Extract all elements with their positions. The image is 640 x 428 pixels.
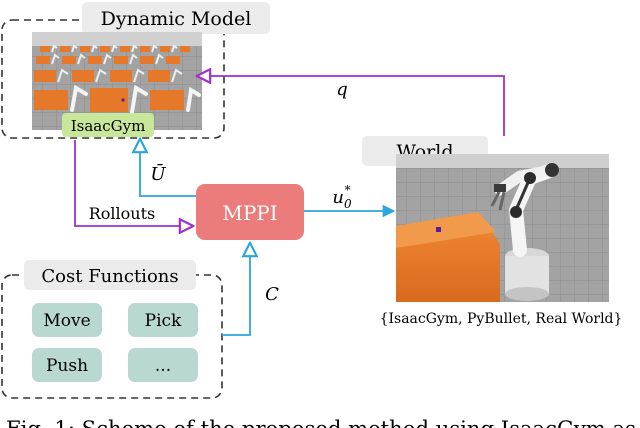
world-group: World {IsaacGym, PyBullet, Real World} (362, 136, 622, 327)
edge-c-label: C (265, 284, 279, 305)
dynamic-model-group: Dynamic Model (1, 2, 270, 139)
cost-functions-title-box (24, 260, 196, 290)
edge-u0-sub: 0 (344, 197, 352, 211)
edge-q (198, 76, 505, 136)
mppi-label: MPPI (222, 201, 277, 225)
edge-u0-star-label: u0* (332, 183, 352, 211)
cost-functions-title: Cost Functions (41, 266, 178, 287)
dynamic-model-title: Dynamic Model (101, 8, 252, 30)
dynamic-model-title-box (82, 2, 270, 34)
world-robot-image (396, 154, 609, 302)
cost-item-move: Move (43, 311, 90, 331)
edge-rollouts-label: Rollouts (89, 204, 156, 223)
world-caption: {IsaacGym, PyBullet, Real World} (380, 311, 623, 327)
edge-u0-sup: * (345, 183, 351, 197)
figure-caption: Fig. 1: Scheme of the proposed method us… (6, 417, 636, 428)
edge-u-bar (140, 140, 196, 197)
cost-item-push-box (32, 348, 102, 382)
edge-u0-base: u (332, 187, 344, 208)
isaacgym-badge-label: IsaacGym (71, 117, 146, 135)
cost-item-push: Push (46, 356, 88, 376)
edge-c (222, 244, 250, 336)
cost-functions-group: Cost Functions Move Pick Push ... (1, 260, 223, 399)
cost-item-more-box (128, 348, 198, 382)
edge-q-label: q (336, 79, 348, 100)
cost-item-more: ... (155, 356, 171, 376)
edge-u-bar-label: Ū (150, 162, 166, 185)
cost-item-move-box (32, 303, 102, 337)
cost-item-pick-box (128, 303, 198, 337)
cost-item-pick: Pick (145, 311, 182, 331)
edge-rollouts (74, 140, 192, 226)
mppi-node: MPPI (196, 184, 304, 240)
isaacgym-badge-box (62, 113, 154, 137)
